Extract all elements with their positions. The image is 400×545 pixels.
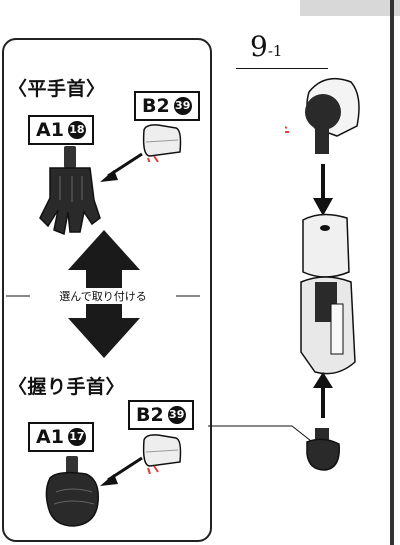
grip-hand-part-a: A1 17 [28,422,94,452]
grip-hand-part-b-illustration [142,434,182,474]
flat-hand-part-b: B2 39 [134,91,200,121]
part-label: A1 [36,119,64,141]
part-number: 39 [173,97,192,115]
step-sub: -1 [267,42,283,60]
grip-hand-assembly-arrow [100,456,143,486]
flat-hand-part-a: A1 18 [28,115,94,145]
page-right-border [390,0,394,545]
flat-hand-title: 〈平手首〉 [8,78,106,100]
grip-hand-part-b: B2 39 [128,400,194,430]
flat-hand-illustration [39,146,101,236]
flat-hand-assembly-arrow [100,152,143,182]
part-label: B2 [136,404,164,426]
step-main: 9 [250,30,268,63]
grip-hand-illustration [45,456,99,527]
step-underline [236,68,328,69]
flat-hand-part-b-illustration [142,124,182,162]
part-number: 18 [67,121,86,139]
forearm-assembly-illustration [285,77,360,471]
part-number: 17 [67,428,86,446]
part-label: A1 [36,426,64,448]
part-label: B2 [142,95,170,117]
grip-hand-title: 〈握り手首〉 [8,376,126,398]
choose-label: 選んで取り付ける [30,288,176,304]
step-number: 9-1 [250,30,282,63]
part-number: 39 [167,406,186,424]
top-edge-strip [300,0,400,16]
